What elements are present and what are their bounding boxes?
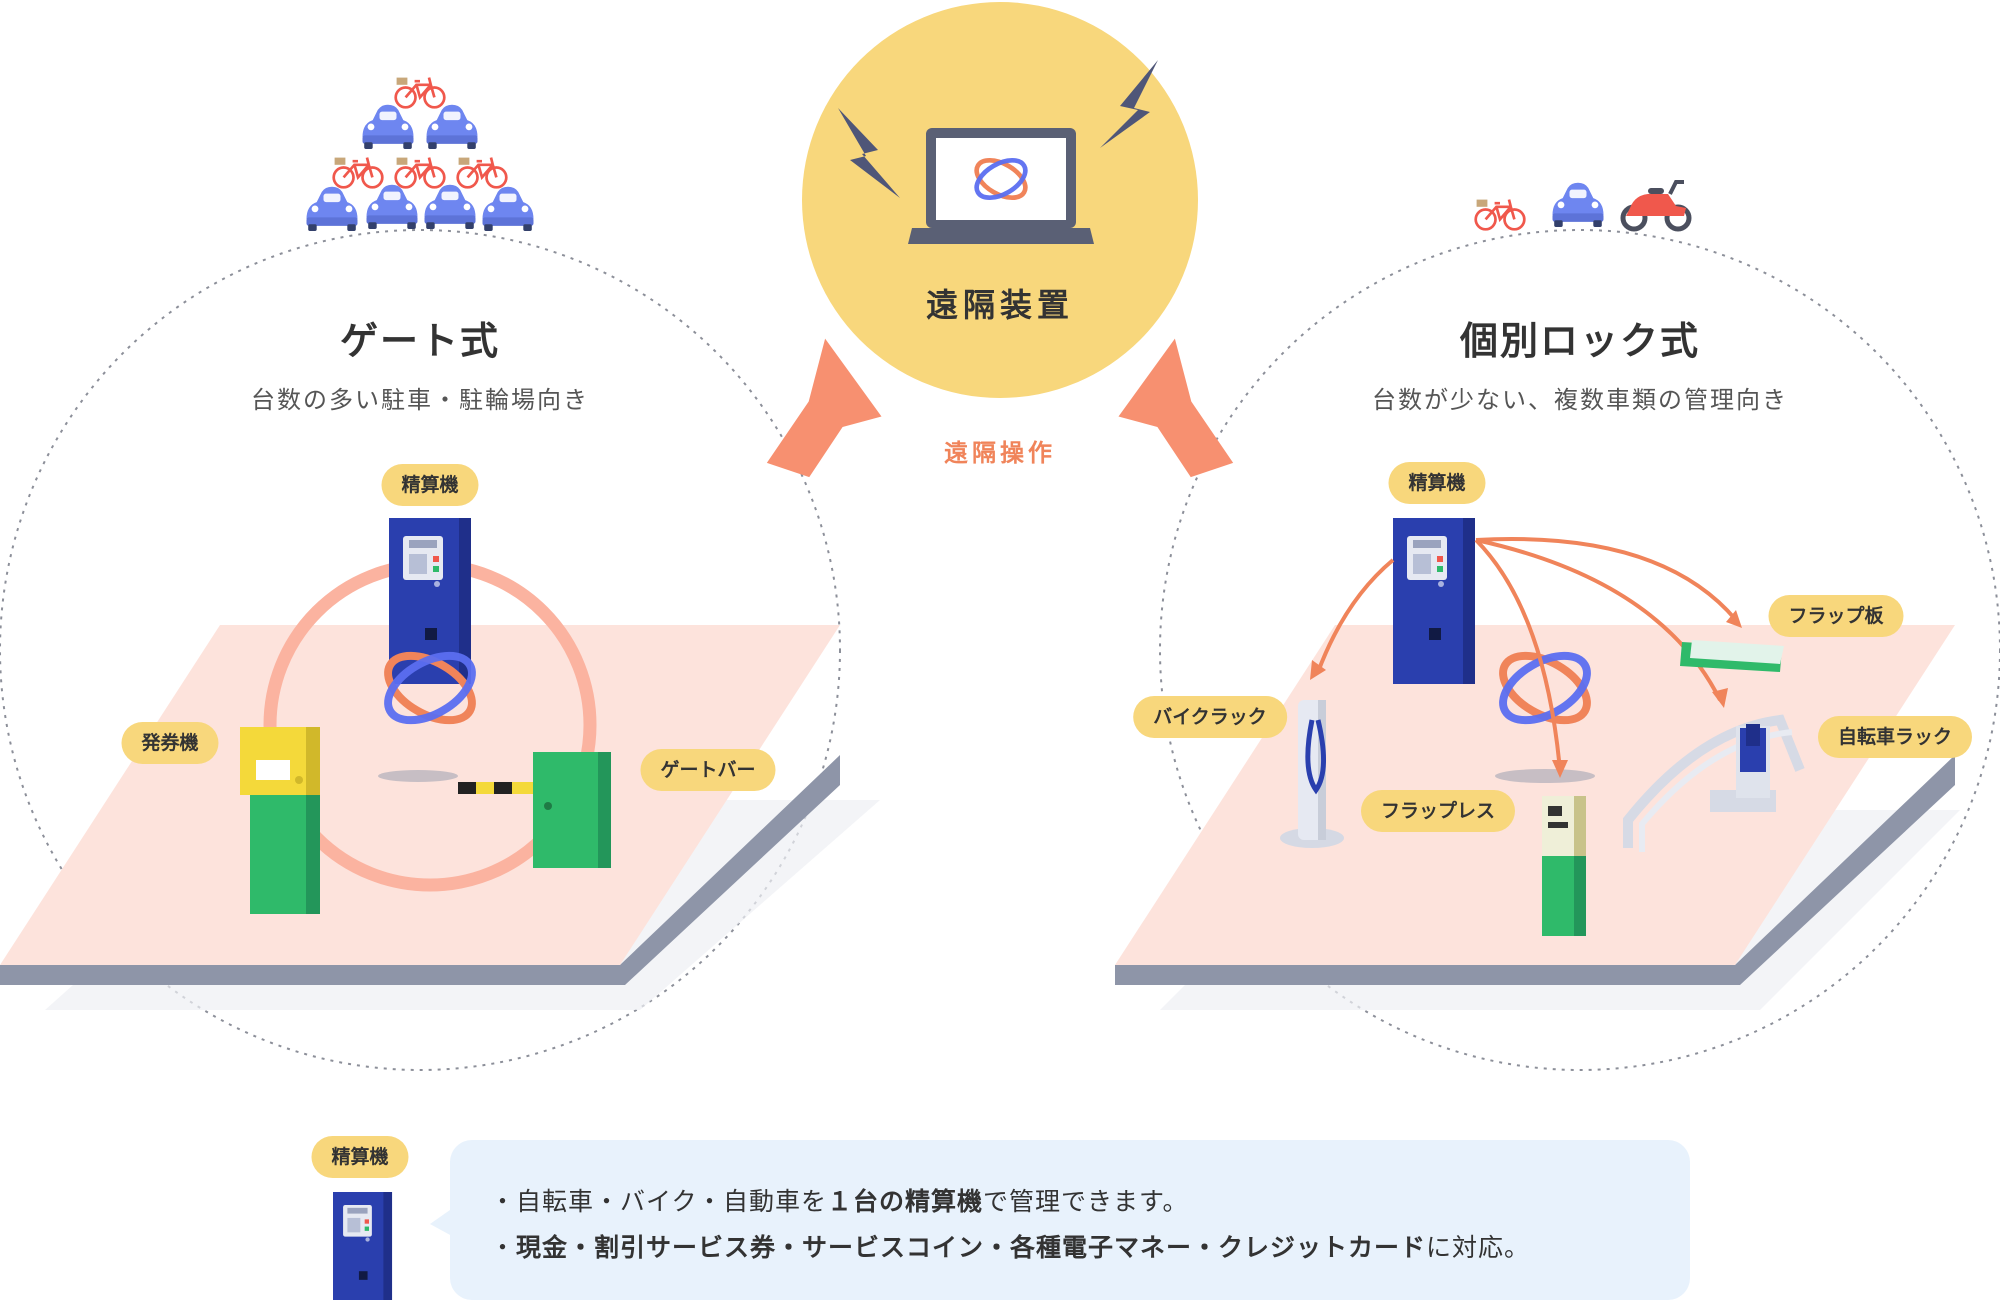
right-dashed-circle — [1159, 229, 2000, 1071]
footer-pay-machine-icon — [333, 1192, 393, 1300]
label-flapless: フラップレス — [1360, 790, 1516, 832]
remote-operation-label: 遠隔操作 — [944, 439, 1056, 467]
vehicle-pile-icon — [306, 76, 534, 231]
bicycle-rack-icon — [1623, 714, 1805, 852]
label-bicycle-rack: 自転車ラック — [1817, 716, 1973, 758]
lightning-right-icon — [1100, 60, 1158, 148]
flapless-device-icon — [1542, 796, 1586, 936]
left-arrow — [766, 338, 882, 478]
feature-line-1: ・自転車・バイク・自動車を１台の精算機で管理できます。 — [490, 1187, 1189, 1216]
label-footer-pay-machine: 精算機 — [311, 1136, 409, 1178]
label-bike-rack: バイクラック — [1133, 696, 1287, 738]
laptop-icon — [908, 128, 1094, 244]
control-arrows — [1316, 537, 1738, 771]
feature-speech-bubble: ・自転車・バイク・自動車を１台の精算機で管理できます。 ・現金・割引サービス券・… — [450, 1140, 1690, 1300]
gate-type-title: ゲート式 — [339, 319, 501, 363]
label-pay-machine-left: 精算機 — [381, 464, 479, 506]
label-ticket-machine: 発券機 — [121, 722, 219, 764]
flap-plate-icon — [1680, 640, 1784, 672]
pay-machine-right-icon — [1393, 518, 1475, 684]
gate-type-subtitle: 台数の多い駐車・駐輪場向き — [251, 386, 589, 414]
label-flap-plate: フラップ板 — [1768, 595, 1904, 637]
bike-rack-icon — [1280, 700, 1344, 848]
left-dashed-circle — [0, 229, 841, 1071]
label-gate-bar: ゲートバー — [640, 749, 776, 791]
vehicle-types-icon — [1474, 180, 1692, 232]
individual-lock-subtitle: 台数が少ない、複数車類の管理向き — [1372, 386, 1788, 414]
lightning-left-icon — [838, 108, 900, 198]
ticket-machine-icon — [240, 727, 320, 914]
bubble-tail — [430, 1210, 452, 1236]
individual-lock-floor — [1115, 625, 1960, 1010]
hub-label: 遠隔装置 — [925, 286, 1075, 324]
individual-lock-title: 個別ロック式 — [1459, 319, 1701, 363]
right-arrow — [1118, 338, 1234, 478]
gate-bar-icon — [458, 752, 611, 868]
feature-line-2: ・現金・割引サービス券・サービスコイン・各種電子マネー・クレジットカードに対応。 — [490, 1233, 1531, 1262]
label-pay-machine-right: 精算機 — [1388, 462, 1486, 504]
